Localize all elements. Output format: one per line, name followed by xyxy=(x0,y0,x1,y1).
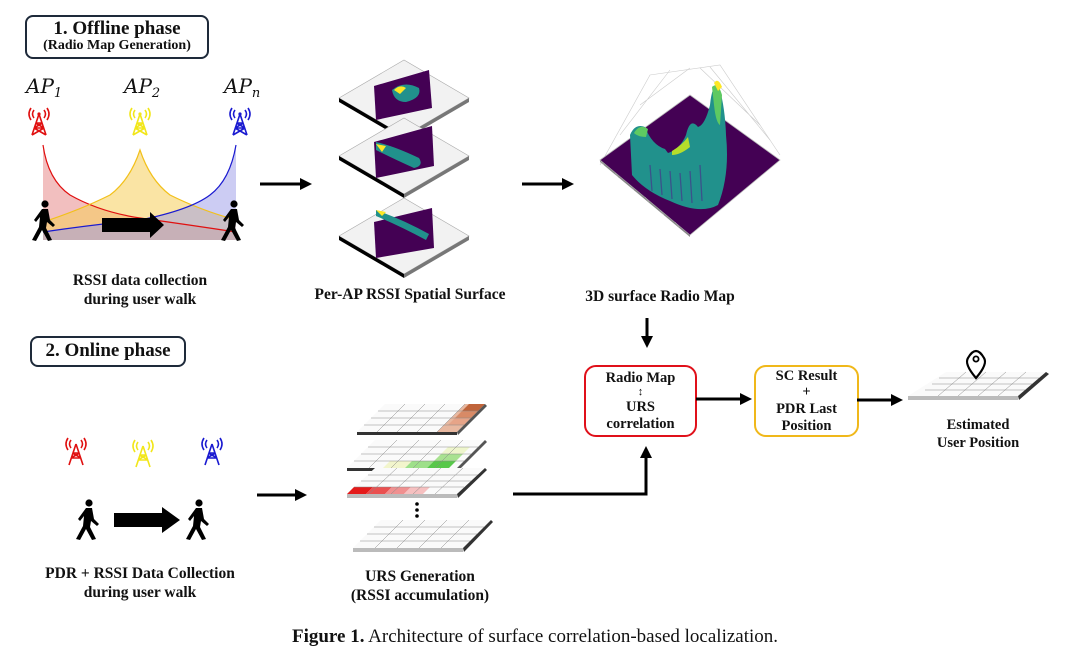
rssi-curve-ap1 xyxy=(42,144,237,233)
urs-layer-green xyxy=(347,439,487,471)
walking-person-icon-online-end xyxy=(186,499,209,540)
surface-layer-n xyxy=(338,197,470,278)
figure-caption-label: Figure 1. xyxy=(291,626,365,647)
tower-icon-online-3 xyxy=(201,437,223,466)
rssi-curve-ap2 xyxy=(42,148,237,223)
online-phase-box: 2. Online phase xyxy=(30,336,186,367)
surface-layer-2 xyxy=(338,117,470,198)
location-pin-icon xyxy=(965,349,987,380)
arrow-rssi-to-surfaces xyxy=(260,178,312,190)
tower-icon-online-1 xyxy=(65,437,87,466)
arrow-sc-to-estimated xyxy=(857,394,903,406)
pdr-collection-label: PDR + RSSI Data Collection during user w… xyxy=(45,565,235,602)
urs-generation-label: URS Generation (RSSI accumulation) xyxy=(350,568,490,605)
radio-map-3d-surface xyxy=(599,64,781,237)
urs-ellipsis-dots xyxy=(415,502,419,518)
arrow-correlation-to-sc xyxy=(696,393,752,405)
offline-phase-box: 1. Offline phase (Radio Map Generation) xyxy=(25,15,209,59)
correlation-box: Radio Map ↕ URS correlation xyxy=(584,365,697,437)
rssi-curve-apn-fill xyxy=(43,145,236,240)
urs-layer-empty xyxy=(353,519,493,552)
rssi-walk-plot xyxy=(42,144,237,240)
per-ap-surface-stack xyxy=(338,59,470,278)
walk-direction-arrow-online xyxy=(114,507,180,533)
rssi-collection-label: RSSI data collection during user walk xyxy=(72,272,208,309)
online-phase-title: 2. Online phase xyxy=(45,340,171,361)
radio-map-label: 3D surface Radio Map xyxy=(585,288,735,305)
estimated-position-label: Estimated User Position xyxy=(936,417,1020,452)
tower-icon-apn xyxy=(229,107,251,136)
per-ap-surface-label: Per-AP RSSI Spatial Surface xyxy=(314,286,506,303)
tower-icon-ap1 xyxy=(28,107,50,136)
ap-label-1: AP1 xyxy=(26,74,63,101)
arrow-surfaces-to-radiomap xyxy=(522,178,574,190)
urs-grid-stack xyxy=(347,403,493,552)
walking-person-icon-end xyxy=(221,200,244,241)
walking-person-icon-online-start xyxy=(76,499,99,540)
surface-layer-1 xyxy=(338,59,470,140)
tower-icon-ap2 xyxy=(129,107,151,136)
ap-label-n: APn xyxy=(224,74,261,101)
arrow-pdr-to-urs xyxy=(257,489,307,501)
arrow-radiomap-to-correlation xyxy=(641,318,653,348)
sc-result-box: SC Result + PDR Last Position xyxy=(754,365,859,437)
walking-person-icon-start xyxy=(32,200,55,241)
tower-icon-online-2 xyxy=(132,439,154,468)
urs-layer-red xyxy=(347,467,487,498)
figure-caption-text: Architecture of surface correlation-base… xyxy=(364,626,779,647)
walk-direction-arrow xyxy=(102,212,164,238)
offline-phase-title: 1. Offline phase xyxy=(53,18,181,39)
arrow-urs-to-correlation xyxy=(513,446,652,496)
estimated-position-map xyxy=(908,349,1049,400)
urs-layer-brown xyxy=(357,403,487,435)
offline-phase-subtitle: (Radio Map Generation) xyxy=(43,37,191,53)
ap-label-2: AP2 xyxy=(124,74,161,101)
figure-caption: Figure 1. Architecture of surface correl… xyxy=(0,626,1070,648)
rssi-curve-apn xyxy=(42,144,237,233)
